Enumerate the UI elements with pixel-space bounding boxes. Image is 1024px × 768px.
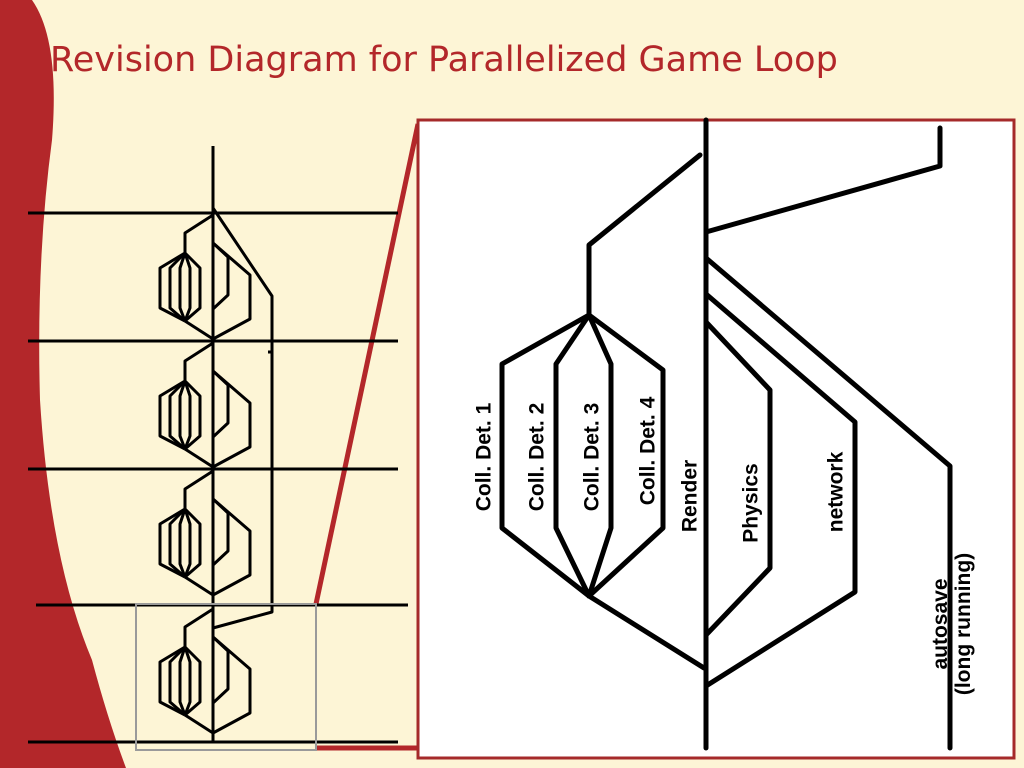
zoom-diagram bbox=[499, 117, 953, 751]
overview-diagram bbox=[28, 146, 408, 744]
zoom-connector bbox=[313, 123, 421, 751]
label-coll-det-4: Coll. Det. 4 bbox=[636, 396, 660, 506]
label-physics: Physics bbox=[739, 463, 763, 543]
label-autosave: autosave (long running) bbox=[929, 553, 975, 695]
label-autosave-line1: autosave bbox=[928, 578, 952, 670]
label-render: Render bbox=[678, 459, 702, 533]
label-coll-det-2: Coll. Det. 2 bbox=[525, 402, 549, 512]
slide-title: Revision Diagram for Parallelized Game L… bbox=[50, 40, 838, 80]
label-network: network bbox=[824, 451, 848, 533]
label-coll-det-3: Coll. Det. 3 bbox=[580, 402, 604, 512]
frame-separators bbox=[28, 211, 408, 744]
zoom-highlight-box bbox=[135, 603, 317, 751]
zoom-panel bbox=[416, 118, 1016, 760]
label-coll-det-1: Coll. Det. 1 bbox=[472, 402, 496, 512]
label-autosave-line2: (long running) bbox=[952, 552, 975, 696]
